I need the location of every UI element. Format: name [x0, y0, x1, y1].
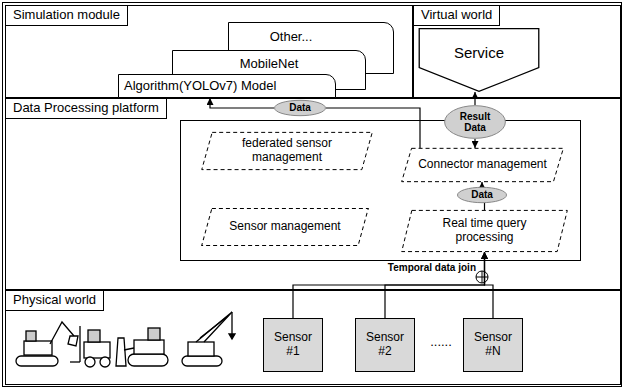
data-ellipse: Data [274, 100, 326, 116]
connector [293, 252, 485, 318]
node-label: Sensor management [215, 220, 354, 234]
sensor-box: Sensor #N [463, 318, 523, 372]
world-panel: Virtual worldService [413, 5, 621, 98]
connector [474, 139, 475, 148]
data-ellipse: Result Data [444, 105, 506, 139]
node-label: Data [289, 102, 311, 114]
world-panel: Physical worldSensor #1 Sensor #2 Sensor #… [5, 290, 621, 385]
panel-heading: Data Processing platform [6, 99, 167, 119]
model-card: Algorithm(YOLOv7) Model [118, 74, 336, 98]
node-label: Connector management [404, 158, 561, 172]
node-label: Result Data [454, 111, 496, 134]
connector [385, 252, 485, 318]
process-box: Sensor management [200, 208, 370, 246]
node-label: Service [418, 44, 540, 61]
node-label: Other... [229, 23, 393, 45]
node-label: Sensor #N [470, 331, 516, 359]
join-label: Temporal data join [360, 262, 476, 273]
forklift-icon [70, 326, 110, 367]
crane-icon [182, 312, 235, 366]
node-label: Data [471, 189, 493, 201]
panel-heading: Virtual world [414, 6, 500, 26]
ellipsis-label: ...... [424, 334, 458, 349]
panel-heading: Simulation module [6, 6, 128, 26]
sensor-box: Sensor #1 [263, 318, 323, 372]
node-label: Sensor #2 [362, 331, 408, 359]
excavator-icon [16, 322, 78, 366]
node-label: MobileNet [173, 51, 365, 72]
sensor-box: Sensor #2 [355, 318, 415, 372]
process-box: Connector management [400, 148, 565, 182]
node-label: federated sensor management [200, 137, 374, 165]
process-box: Real time query processing [400, 210, 569, 252]
connector [485, 252, 494, 318]
panel-heading: Physical world [6, 291, 104, 311]
bulldozer-icon [116, 328, 168, 366]
process-box: federated sensor management [200, 132, 374, 170]
outer-frame [3, 3, 622, 387]
connector [484, 203, 485, 210]
connector [210, 98, 274, 108]
data-ellipse: Data [457, 187, 507, 203]
join-symbol [476, 271, 488, 283]
platform-panel: Data Processing platform federated sensor… [5, 98, 621, 290]
connector [326, 108, 420, 148]
service-shape: Service [418, 28, 540, 92]
platform-inner-box [181, 121, 581, 261]
node-label: Algorithm(YOLOv7) Model [119, 75, 335, 94]
node-label: Real time query processing [400, 217, 569, 245]
node-label: Sensor #1 [270, 331, 316, 359]
connector [481, 182, 482, 187]
module-panel: Simulation moduleOther... MobileNetAlgori… [5, 5, 413, 98]
